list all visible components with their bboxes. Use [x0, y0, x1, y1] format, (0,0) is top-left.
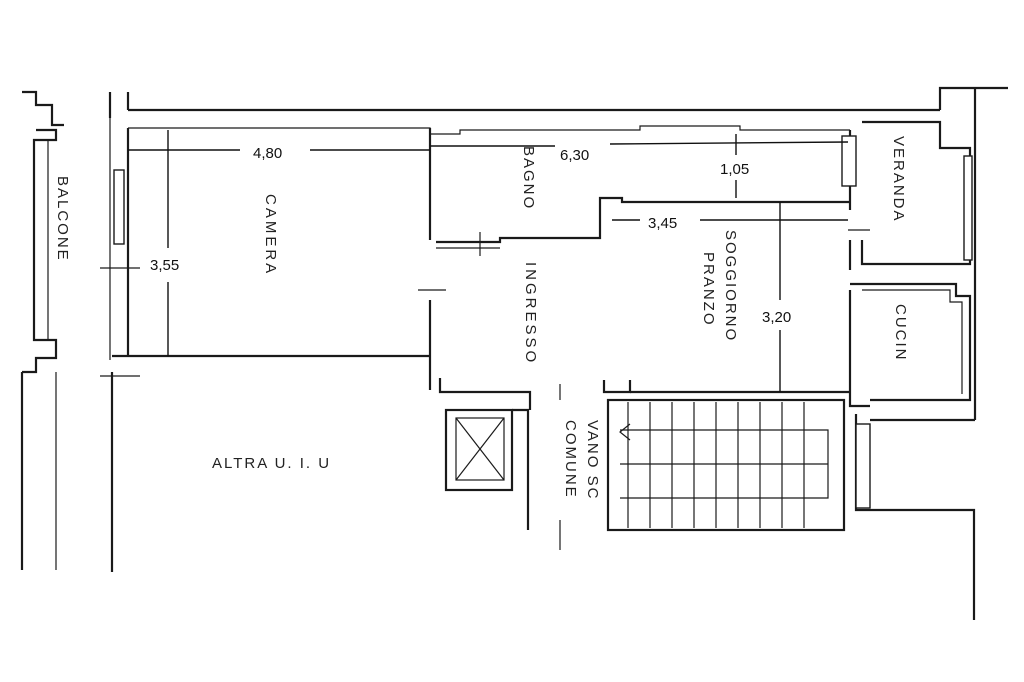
dim-bagno-depth: 1,05 [720, 161, 749, 178]
staircase [606, 398, 846, 532]
dim-camera-depth: 3,55 [150, 257, 179, 274]
room-label-pranzo: PRANZO [700, 252, 717, 327]
stair-direction-arrow-icon [619, 423, 631, 441]
dim-soggiorno-depth: 3,20 [762, 309, 791, 326]
room-label-cucina: CUCIN [892, 304, 909, 362]
room-label-camera: CAMERA [262, 194, 279, 276]
room-label-altra-uiu: ALTRA U. I. U [212, 455, 331, 472]
room-label-comune: COMUNE [562, 420, 579, 499]
exterior-walls [20, 86, 1008, 572]
room-label-ingresso: INGRESSO [522, 262, 539, 365]
room-label-vano: VANO SC [584, 420, 601, 500]
dim-soggiorno-width: 3,45 [648, 215, 677, 232]
interior-walls [418, 88, 977, 620]
dim-bagno-width: 6,30 [560, 147, 589, 164]
room-label-balcone: BALCONE [54, 176, 71, 262]
dimension-lines [128, 130, 849, 392]
room-label-soggiorno: SOGGIORNO [722, 230, 739, 342]
dim-camera-width: 4,80 [253, 145, 282, 162]
room-label-bagno: BAGNO [520, 146, 537, 210]
room-label-veranda: VERANDA [890, 136, 907, 223]
